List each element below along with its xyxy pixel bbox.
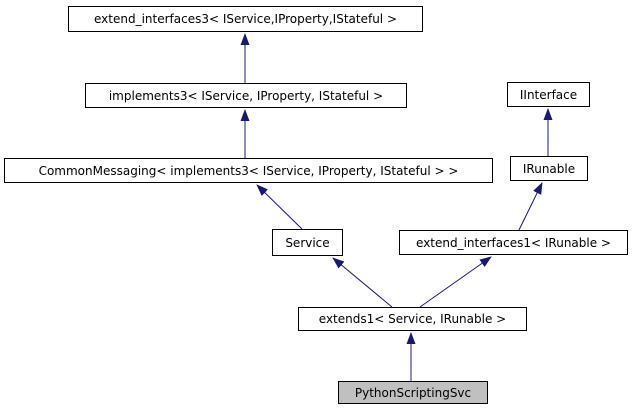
arrow-service-to-commonmessaging xyxy=(256,184,303,230)
class-node-service[interactable]: Service xyxy=(272,229,343,256)
class-node-iinterface[interactable]: IInterface xyxy=(507,82,590,107)
class-node-extends1[interactable]: extends1< Service, IRunable > xyxy=(298,307,527,331)
class-node-pythonscriptingsvc-current: PythonScriptingSvc xyxy=(338,381,488,404)
class-node-irunable[interactable]: IRunable xyxy=(510,156,588,181)
class-node-extend-interfaces1[interactable]: extend_interfaces1< IRunable > xyxy=(399,230,628,255)
class-node-commonmessaging[interactable]: CommonMessaging< implements3< IService, … xyxy=(4,158,493,183)
arrow-extends1-to-service xyxy=(332,257,393,308)
arrow-extends1-to-extend-interfaces1 xyxy=(419,256,492,308)
arrow-extend-interfaces1-to-irunable xyxy=(518,182,543,231)
class-node-extend-interfaces3[interactable]: extend_interfaces3< IService,IProperty,I… xyxy=(68,6,423,32)
class-node-implements3[interactable]: implements3< IService, IProperty, IState… xyxy=(85,83,407,108)
